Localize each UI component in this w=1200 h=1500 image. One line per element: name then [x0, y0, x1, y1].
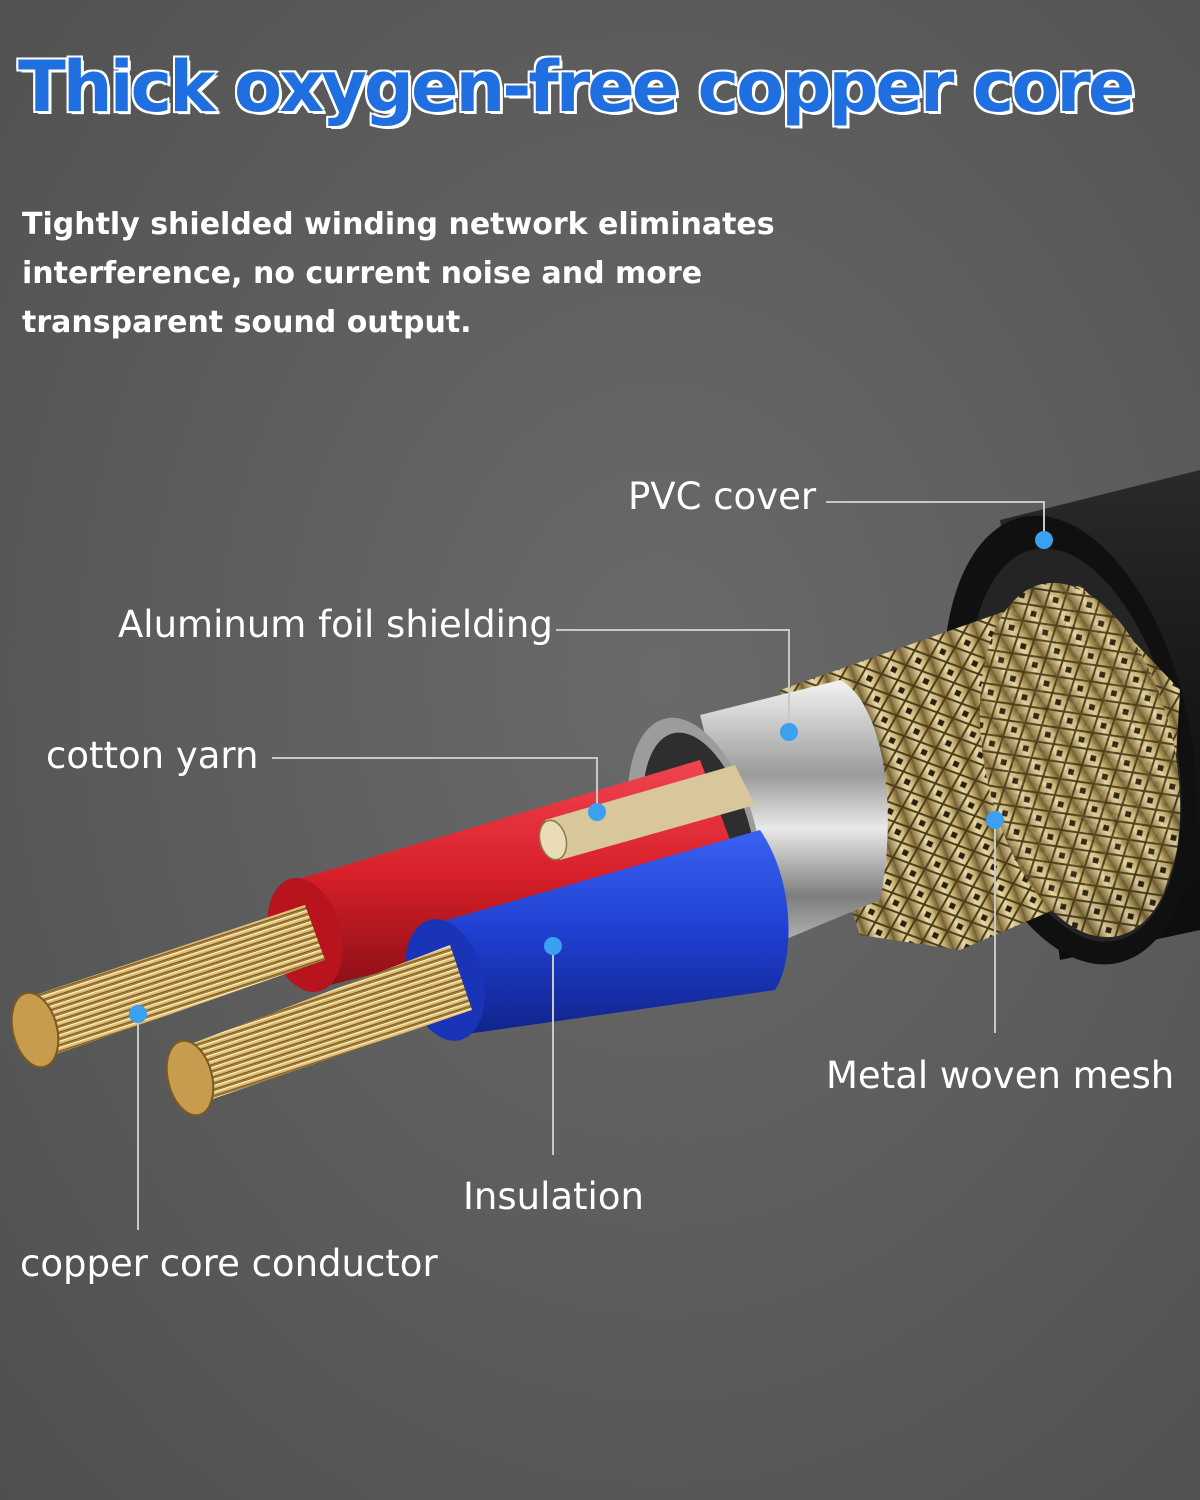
- label-insulation: Insulation: [463, 1175, 644, 1218]
- label-copper-core-conductor: copper core conductor: [20, 1242, 438, 1285]
- blue-conductor: [165, 830, 789, 1117]
- leader-aluminum-foil: [556, 629, 790, 732]
- page-title: Thick oxygen-free copper core: [17, 46, 1137, 128]
- marker-dot: [1035, 531, 1053, 549]
- callout-leader-lines: [137, 501, 1045, 1230]
- label-metal-woven-mesh: Metal woven mesh: [826, 1054, 1175, 1097]
- marker-dot: [780, 723, 798, 741]
- marker-dot: [986, 811, 1004, 829]
- marker-dot: [129, 1005, 147, 1023]
- marker-dot: [544, 937, 562, 955]
- description-text: Tightly shielded winding network elimina…: [22, 207, 775, 340]
- label-cotton-yarn: cotton yarn: [46, 734, 259, 777]
- marker-dot: [588, 803, 606, 821]
- label-aluminum-foil-shielding: Aluminum foil shielding: [118, 603, 553, 646]
- cotton-yarn-bundle: [538, 765, 755, 861]
- callout-markers: [129, 531, 1053, 1023]
- label-pvc-cover: PVC cover: [628, 475, 817, 518]
- leader-pvc-cover: [826, 501, 1045, 540]
- leader-cotton-yarn: [272, 757, 598, 812]
